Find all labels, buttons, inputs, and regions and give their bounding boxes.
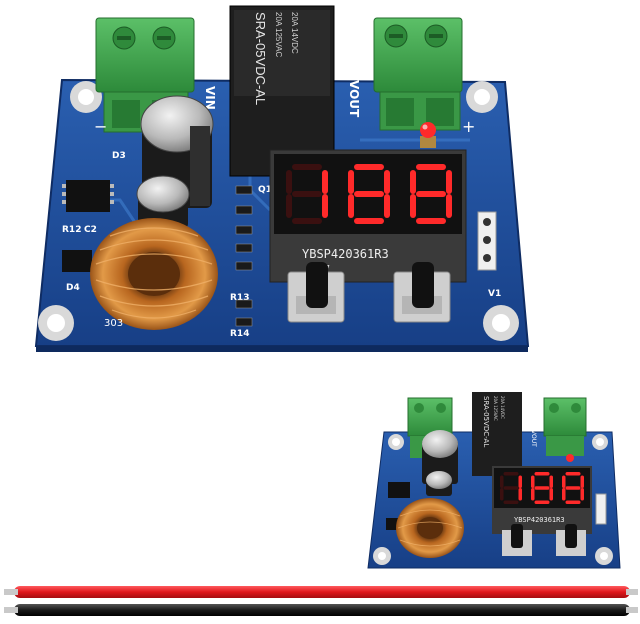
- button-right[interactable]: [393, 262, 451, 323]
- segment-f: [348, 170, 354, 194]
- silk-d3: D3: [112, 151, 126, 161]
- segment-d: [565, 500, 581, 504]
- segment-d: [354, 218, 384, 224]
- segment-f: [562, 475, 566, 488]
- toroid-inductor-small: [396, 498, 464, 558]
- segment-b: [518, 475, 522, 488]
- segment-c: [549, 488, 553, 501]
- inductor-label: 303: [104, 318, 123, 329]
- capacitor-small: [136, 175, 190, 228]
- silk-v1: V1: [488, 289, 501, 299]
- relay: SRA-05VDC-AL 20A 125VAC 20A 14VDC: [229, 5, 335, 177]
- seven-segment-display: YBSP420361R3 1747: [269, 149, 467, 283]
- small-board: SRA-05VDC-AL 20A 125VAC 20A 14VDC VOUT: [367, 392, 621, 569]
- segment-c: [322, 194, 328, 218]
- segment-g: [354, 191, 384, 197]
- relay-model-label-small: SRA-05VDC-AL: [482, 396, 490, 447]
- segment-b: [549, 475, 553, 488]
- wire-pair: [4, 586, 638, 616]
- large-board: SRA-05VDC-AL 20A 125VAC 20A 14VDC VIN VO…: [34, 5, 530, 352]
- segment-c: [518, 488, 522, 501]
- segment-b: [384, 170, 390, 194]
- vout-label: VOUT: [347, 80, 361, 118]
- display-digits: [286, 164, 452, 224]
- segment-e: [562, 488, 566, 501]
- mounting-hole: [483, 305, 519, 341]
- relay-rating-dc-small: 20A 14VDC: [500, 396, 505, 419]
- display-digits-small: [500, 472, 584, 504]
- segment-b: [322, 170, 328, 194]
- segment-a: [503, 472, 519, 476]
- toroid-inductor: 303: [90, 218, 218, 330]
- output-terminal-block: [373, 17, 463, 131]
- segment-f: [500, 475, 504, 488]
- segment-e: [348, 194, 354, 218]
- segment-g: [503, 486, 519, 490]
- button-left-small[interactable]: [502, 524, 532, 556]
- relay-rating-ac: 20A 125VAC: [274, 12, 283, 57]
- seven-segment-display-small: YBSP420361R3: [492, 466, 592, 534]
- segment-c: [446, 194, 452, 218]
- silk-q1: Q1: [258, 185, 272, 195]
- display-part-number: YBSP420361R3: [302, 247, 389, 261]
- led-indicator: [420, 122, 436, 148]
- segment-b: [580, 475, 584, 488]
- segment-g: [534, 486, 550, 490]
- relay-rating-ac-small: 20A 125VAC: [493, 396, 498, 421]
- relay-small: SRA-05VDC-AL 20A 125VAC 20A 14VDC: [472, 392, 522, 476]
- relay-model-label: SRA-05VDC-AL: [253, 12, 268, 105]
- relay-rating-dc: 20A 14VDC: [290, 12, 299, 54]
- silk-r13: R13: [230, 293, 249, 303]
- segment-d: [503, 500, 519, 504]
- segment-a: [565, 472, 581, 476]
- segment-c: [580, 488, 584, 501]
- silk-d4: D4: [66, 283, 80, 293]
- segment-d: [416, 218, 446, 224]
- segment-a: [534, 472, 550, 476]
- segment-a: [416, 164, 446, 170]
- segment-g: [292, 191, 322, 197]
- segment-d: [534, 500, 550, 504]
- mounting-hole: [466, 81, 498, 113]
- vout-label-small: VOUT: [530, 430, 537, 447]
- plus-label: +: [462, 117, 475, 136]
- segment-e: [286, 194, 292, 218]
- segment-f: [410, 170, 416, 194]
- segment-b: [446, 170, 452, 194]
- minus-label: −: [94, 117, 107, 136]
- mounting-hole: [38, 305, 74, 341]
- ic-chip: [62, 250, 92, 272]
- output-terminal-block-small: [543, 397, 587, 456]
- segment-a: [292, 164, 322, 170]
- ic-chip-small: [388, 482, 410, 498]
- segment-c: [384, 194, 390, 218]
- ic-chip: [62, 180, 114, 212]
- silk-r12: R12: [62, 225, 81, 235]
- capacitor-small-board: [422, 430, 458, 496]
- mounting-hole: [70, 81, 102, 113]
- segment-e: [531, 488, 535, 501]
- segment-g: [565, 486, 581, 490]
- segment-d: [292, 218, 322, 224]
- header-pins: [477, 211, 497, 271]
- display-part-number-small: YBSP420361R3: [514, 516, 565, 524]
- button-right-small[interactable]: [556, 524, 586, 556]
- silk-c2: C2: [84, 225, 97, 235]
- button-left[interactable]: [287, 262, 345, 323]
- segment-a: [354, 164, 384, 170]
- segment-f: [286, 170, 292, 194]
- segment-g: [416, 191, 446, 197]
- segment-e: [410, 194, 416, 218]
- segment-e: [500, 488, 504, 501]
- silk-r14: R14: [230, 329, 249, 339]
- vin-label: VIN: [203, 86, 217, 110]
- black-wire: [14, 604, 630, 616]
- red-wire: [14, 586, 630, 598]
- segment-f: [531, 475, 535, 488]
